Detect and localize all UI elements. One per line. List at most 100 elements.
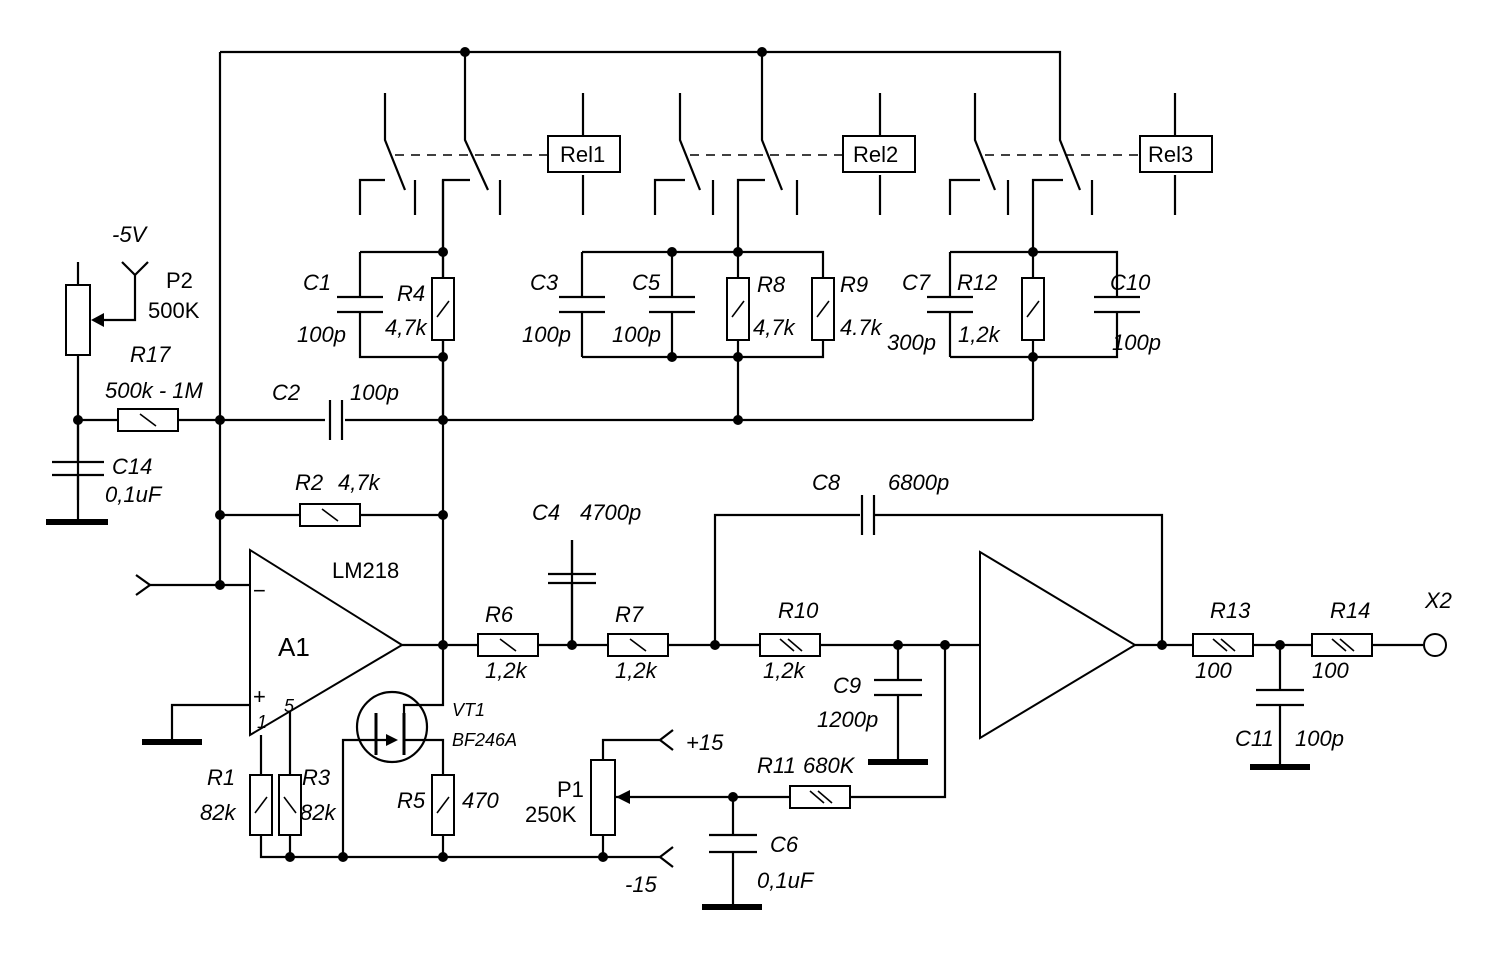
relay-Rel2-label: Rel2 [853,142,898,167]
label-C3-ref: C3 [530,270,559,295]
label-R4-value: 4,7k [385,315,428,340]
label-neg15: -15 [625,872,658,897]
capacitor-C9 [874,678,922,697]
capacitor-C2 [328,400,344,440]
label-R12-value: 1,2k [958,322,1001,347]
label-R3-value: 82k [300,800,336,825]
relay-Rel3-label: Rel3 [1148,142,1193,167]
label-C6-value: 0,1uF [757,868,815,893]
label-output-X2: X2 [1424,588,1452,613]
label-R11-ref: R11 [757,753,796,778]
label-C10-ref: C10 [1110,270,1151,295]
label-C4-ref: C4 [532,500,560,525]
label-C10-value: 100p [1112,330,1161,355]
relay-Rel3-box [1139,135,1213,173]
terminals [121,261,1447,868]
label-R10-ref: R10 [778,598,819,623]
supply-neg5-terminal [121,261,149,277]
label-R7-ref: R7 [615,602,644,627]
label-C14-value: 0,1uF [105,482,163,507]
label-C3-value: 100p [522,322,571,347]
label-R2-ref: R2 [295,470,323,495]
resistor-R13 [1192,633,1254,657]
label-VT1-ref: VT1 [452,700,485,720]
label-C11-value: 100p [1295,726,1344,751]
transistor-VT1 [355,690,429,764]
label-VT1-value: BF246A [452,730,517,750]
label-R10-value: 1,2k [763,658,806,683]
label-C5-ref: C5 [632,270,661,295]
label-P1-ref: P1 [557,777,584,802]
capacitor-C7 [927,295,973,314]
label-C8-ref: C8 [812,470,841,495]
label-C8-value: 6800p [888,470,949,495]
label-C2-value: 100p [350,380,399,405]
label-C14-ref: C14 [112,454,152,479]
label-P1-value: 250K [525,802,577,827]
relay-Rel1-box [547,135,621,173]
capacitor-C6 [709,833,757,854]
label-A1-ref: A1 [278,632,310,662]
label-C9-value: 1200p [817,707,878,732]
relays [547,135,1213,173]
label-R12-ref: R12 [957,270,997,295]
label-R7-value: 1,2k [615,658,658,683]
label-R17-value: 500k - 1M [105,378,203,403]
label-R14-ref: R14 [1330,598,1370,623]
label-A1-plus: + [253,684,266,709]
label-C11-ref: C11 [1235,726,1274,751]
label-R9-ref: R9 [840,272,868,297]
label-R9-value: 4.7k [840,315,883,340]
label-neg5v: -5V [112,222,149,247]
capacitor-C1 [337,295,383,314]
supply-pos15-terminal [658,729,674,751]
label-R3-ref: R3 [302,765,331,790]
label-R8-ref: R8 [757,272,786,297]
capacitor-C11 [1256,688,1304,707]
label-A1-part: LM218 [332,558,399,583]
label-C1-value: 100p [297,322,346,347]
capacitors [52,295,1304,854]
relay-Rel2-box [842,135,916,173]
label-R4-ref: R4 [397,281,425,306]
resistor-R11 [789,785,851,809]
opamp-A1 [249,548,404,737]
resistor-R14 [1311,633,1373,657]
label-P2-ref: P2 [166,268,193,293]
relay-Rel1-label: Rel1 [560,142,605,167]
labels: -5V P2 500K R17 500k - 1M C14 0,1uF C2 1… [105,142,1452,897]
label-R5-ref: R5 [397,788,426,813]
label-R1-value: 82k [200,800,236,825]
capacitor-C3 [559,295,605,314]
capacitor-C8 [860,495,876,535]
ground-symbols [46,519,1310,910]
potentiometers [65,284,630,836]
label-pos15: +15 [686,730,724,755]
supply-neg15-terminal [658,846,674,868]
label-R6-value: 1,2k [485,658,528,683]
capacitor-C5 [649,295,695,314]
label-C5-value: 100p [612,322,661,347]
label-C9-ref: C9 [833,673,861,698]
buffer-LM6321 [979,550,1137,740]
label-R11-value: 680K [803,753,856,778]
label-R8-value: 4,7k [753,315,796,340]
resistor-R10 [759,633,821,657]
amplifiers [249,548,1137,740]
label-R13-value: 100 [1195,658,1232,683]
label-C1-ref: C1 [303,270,331,295]
label-R6-ref: R6 [485,602,514,627]
label-C2-ref: C2 [272,380,300,405]
label-R17-ref: R17 [130,342,171,367]
label-A1-minus: − [253,578,266,603]
capacitor-C10 [1094,295,1140,314]
input-terminal [135,574,152,596]
label-R2-value: 4,7k [338,470,381,495]
junction-dots [73,47,1285,862]
potentiometer-P2 [65,284,91,356]
label-C4-value: 4700p [580,500,641,525]
label-R13-ref: R13 [1210,598,1251,623]
label-R5-value: 470 [462,788,499,813]
output-terminal-X2 [1423,633,1447,657]
